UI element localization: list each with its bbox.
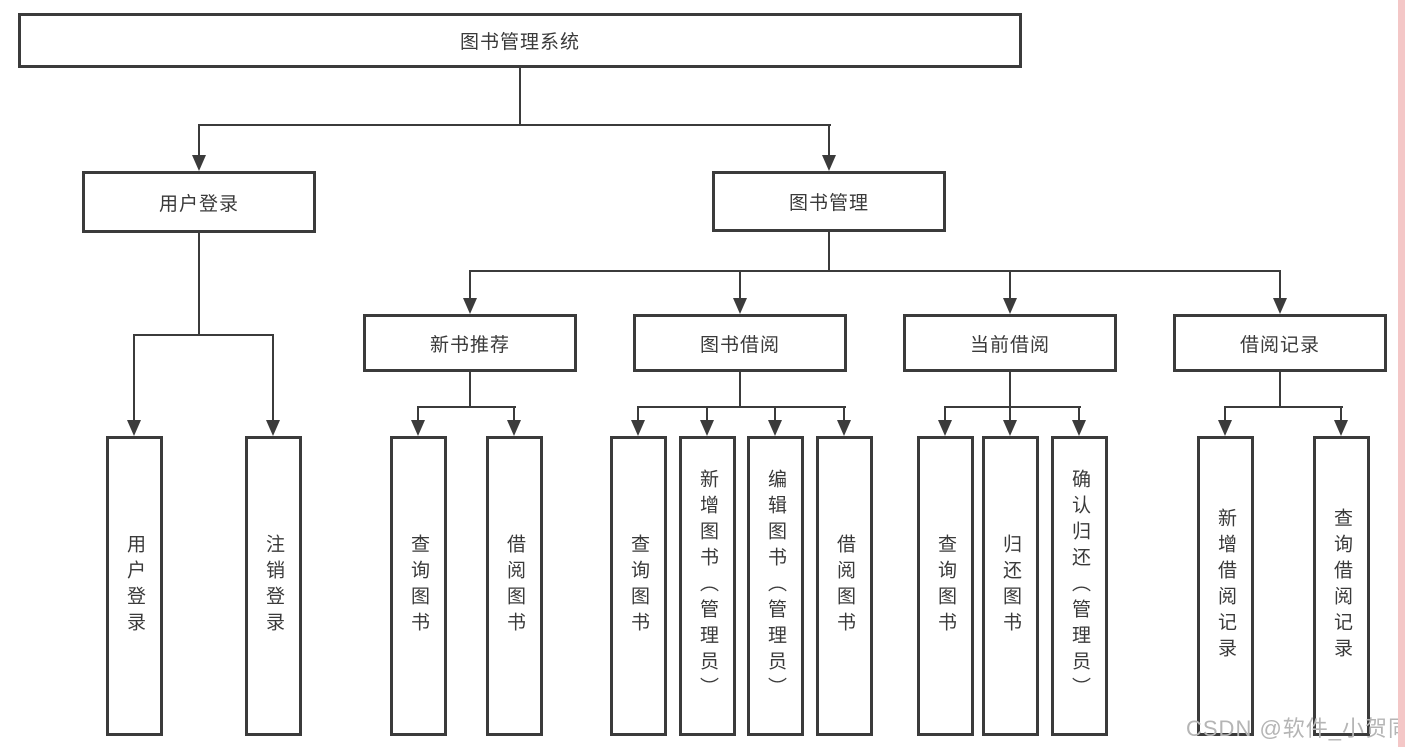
connector-line: [944, 406, 946, 422]
node-new-book-recommend: 新书推荐: [363, 314, 577, 372]
connector-line: [417, 406, 516, 408]
leaf-add-book-admin: 新增图书（管理员）: [679, 436, 736, 736]
arrowhead-down-icon: [1003, 298, 1017, 314]
node-label: 借阅图书: [834, 534, 855, 638]
node-book-borrowing: 图书借阅: [633, 314, 847, 372]
node-current-borrowing: 当前借阅: [903, 314, 1117, 372]
arrowhead-down-icon: [1334, 420, 1348, 436]
leaf-add-borrow-record: 新增借阅记录: [1197, 436, 1254, 736]
leaf-query-books-current: 查询图书: [917, 436, 974, 736]
arrowhead-down-icon: [1218, 420, 1232, 436]
right-edge-strip: [1398, 0, 1405, 747]
arrowhead-down-icon: [822, 155, 836, 171]
node-label: 借阅记录: [1239, 334, 1320, 356]
leaf-confirm-return-admin: 确认归还（管理员）: [1051, 436, 1108, 736]
arrowhead-down-icon: [411, 420, 425, 436]
connector-line: [469, 372, 471, 408]
node-label: 新增图书（管理员）: [697, 469, 718, 703]
node-label: 图书管理: [788, 193, 869, 214]
leaf-query-books-recommend: 查询图书: [390, 436, 447, 736]
node-borrowing-records: 借阅记录: [1173, 314, 1387, 372]
connector-line: [706, 406, 708, 422]
leaf-edit-book-admin: 编辑图书（管理员）: [747, 436, 804, 736]
arrowhead-down-icon: [266, 420, 280, 436]
node-label: 查询借阅记录: [1331, 508, 1352, 664]
connector-line: [774, 406, 776, 422]
arrowhead-down-icon: [507, 420, 521, 436]
node-label: 归还图书: [1000, 534, 1021, 638]
leaf-query-borrow-record: 查询借阅记录: [1313, 436, 1370, 736]
connector-line: [198, 124, 200, 156]
node-label: 用户登录: [124, 534, 145, 638]
connector-line: [1224, 406, 1226, 422]
connector-line: [637, 406, 846, 408]
node-label: 用户登录: [158, 193, 239, 215]
connector-line: [1009, 372, 1011, 408]
leaf-query-books-borrow: 查询图书: [610, 436, 667, 736]
arrowhead-down-icon: [463, 298, 477, 314]
csdn-watermark: CSDN @软件_小贺同学: [1186, 716, 1405, 741]
node-label: 图书管理系统: [459, 32, 580, 53]
connector-line: [272, 334, 274, 422]
node-label: 确认归还（管理员）: [1069, 469, 1090, 703]
connector-line: [843, 406, 845, 422]
connector-line: [828, 232, 830, 272]
connector-line: [469, 270, 1281, 272]
node-label: 查询图书: [628, 534, 649, 638]
connector-line: [519, 68, 521, 126]
arrowhead-down-icon: [1003, 420, 1017, 436]
connector-line: [944, 406, 1081, 408]
node-library-management-system: 图书管理系统: [18, 13, 1022, 68]
node-label: 新书推荐: [429, 334, 510, 356]
leaf-logout: 注销登录: [245, 436, 302, 736]
connector-line: [739, 270, 741, 300]
node-user-login: 用户登录: [82, 171, 316, 233]
arrowhead-down-icon: [631, 420, 645, 436]
arrowhead-down-icon: [700, 420, 714, 436]
node-label: 查询图书: [935, 534, 956, 638]
node-label: 查询图书: [408, 534, 429, 638]
connector-line: [1340, 406, 1342, 422]
connector-line: [198, 124, 831, 126]
connector-line: [828, 124, 830, 156]
node-label: 借阅图书: [504, 534, 525, 638]
connector-line: [133, 334, 274, 336]
leaf-borrow-books: 借阅图书: [816, 436, 873, 736]
connector-line: [1078, 406, 1080, 422]
connector-line: [1279, 372, 1281, 408]
arrowhead-down-icon: [733, 298, 747, 314]
connector-line: [637, 406, 639, 422]
connector-line: [417, 406, 419, 422]
connector-line: [513, 406, 515, 422]
arrowhead-down-icon: [1072, 420, 1086, 436]
arrowhead-down-icon: [768, 420, 782, 436]
connector-line: [469, 270, 471, 300]
node-label: 新增借阅记录: [1215, 508, 1236, 664]
leaf-return-book: 归还图书: [982, 436, 1039, 736]
connector-line: [198, 233, 200, 336]
arrowhead-down-icon: [837, 420, 851, 436]
arrowhead-down-icon: [192, 155, 206, 171]
connector-line: [739, 372, 741, 408]
node-label: 图书借阅: [699, 334, 780, 356]
leaf-user-login: 用户登录: [106, 436, 163, 736]
node-label: 注销登录: [263, 534, 284, 638]
node-book-management: 图书管理: [712, 171, 946, 232]
leaf-borrow-books-recommend: 借阅图书: [486, 436, 543, 736]
arrowhead-down-icon: [1273, 298, 1287, 314]
arrowhead-down-icon: [938, 420, 952, 436]
connector-line: [1009, 270, 1011, 300]
connector-line: [1009, 406, 1011, 422]
arrowhead-down-icon: [127, 420, 141, 436]
connector-line: [1224, 406, 1343, 408]
node-label: 当前借阅: [969, 334, 1050, 356]
node-label: 编辑图书（管理员）: [765, 469, 786, 703]
connector-line: [1279, 270, 1281, 300]
connector-line: [133, 334, 135, 422]
